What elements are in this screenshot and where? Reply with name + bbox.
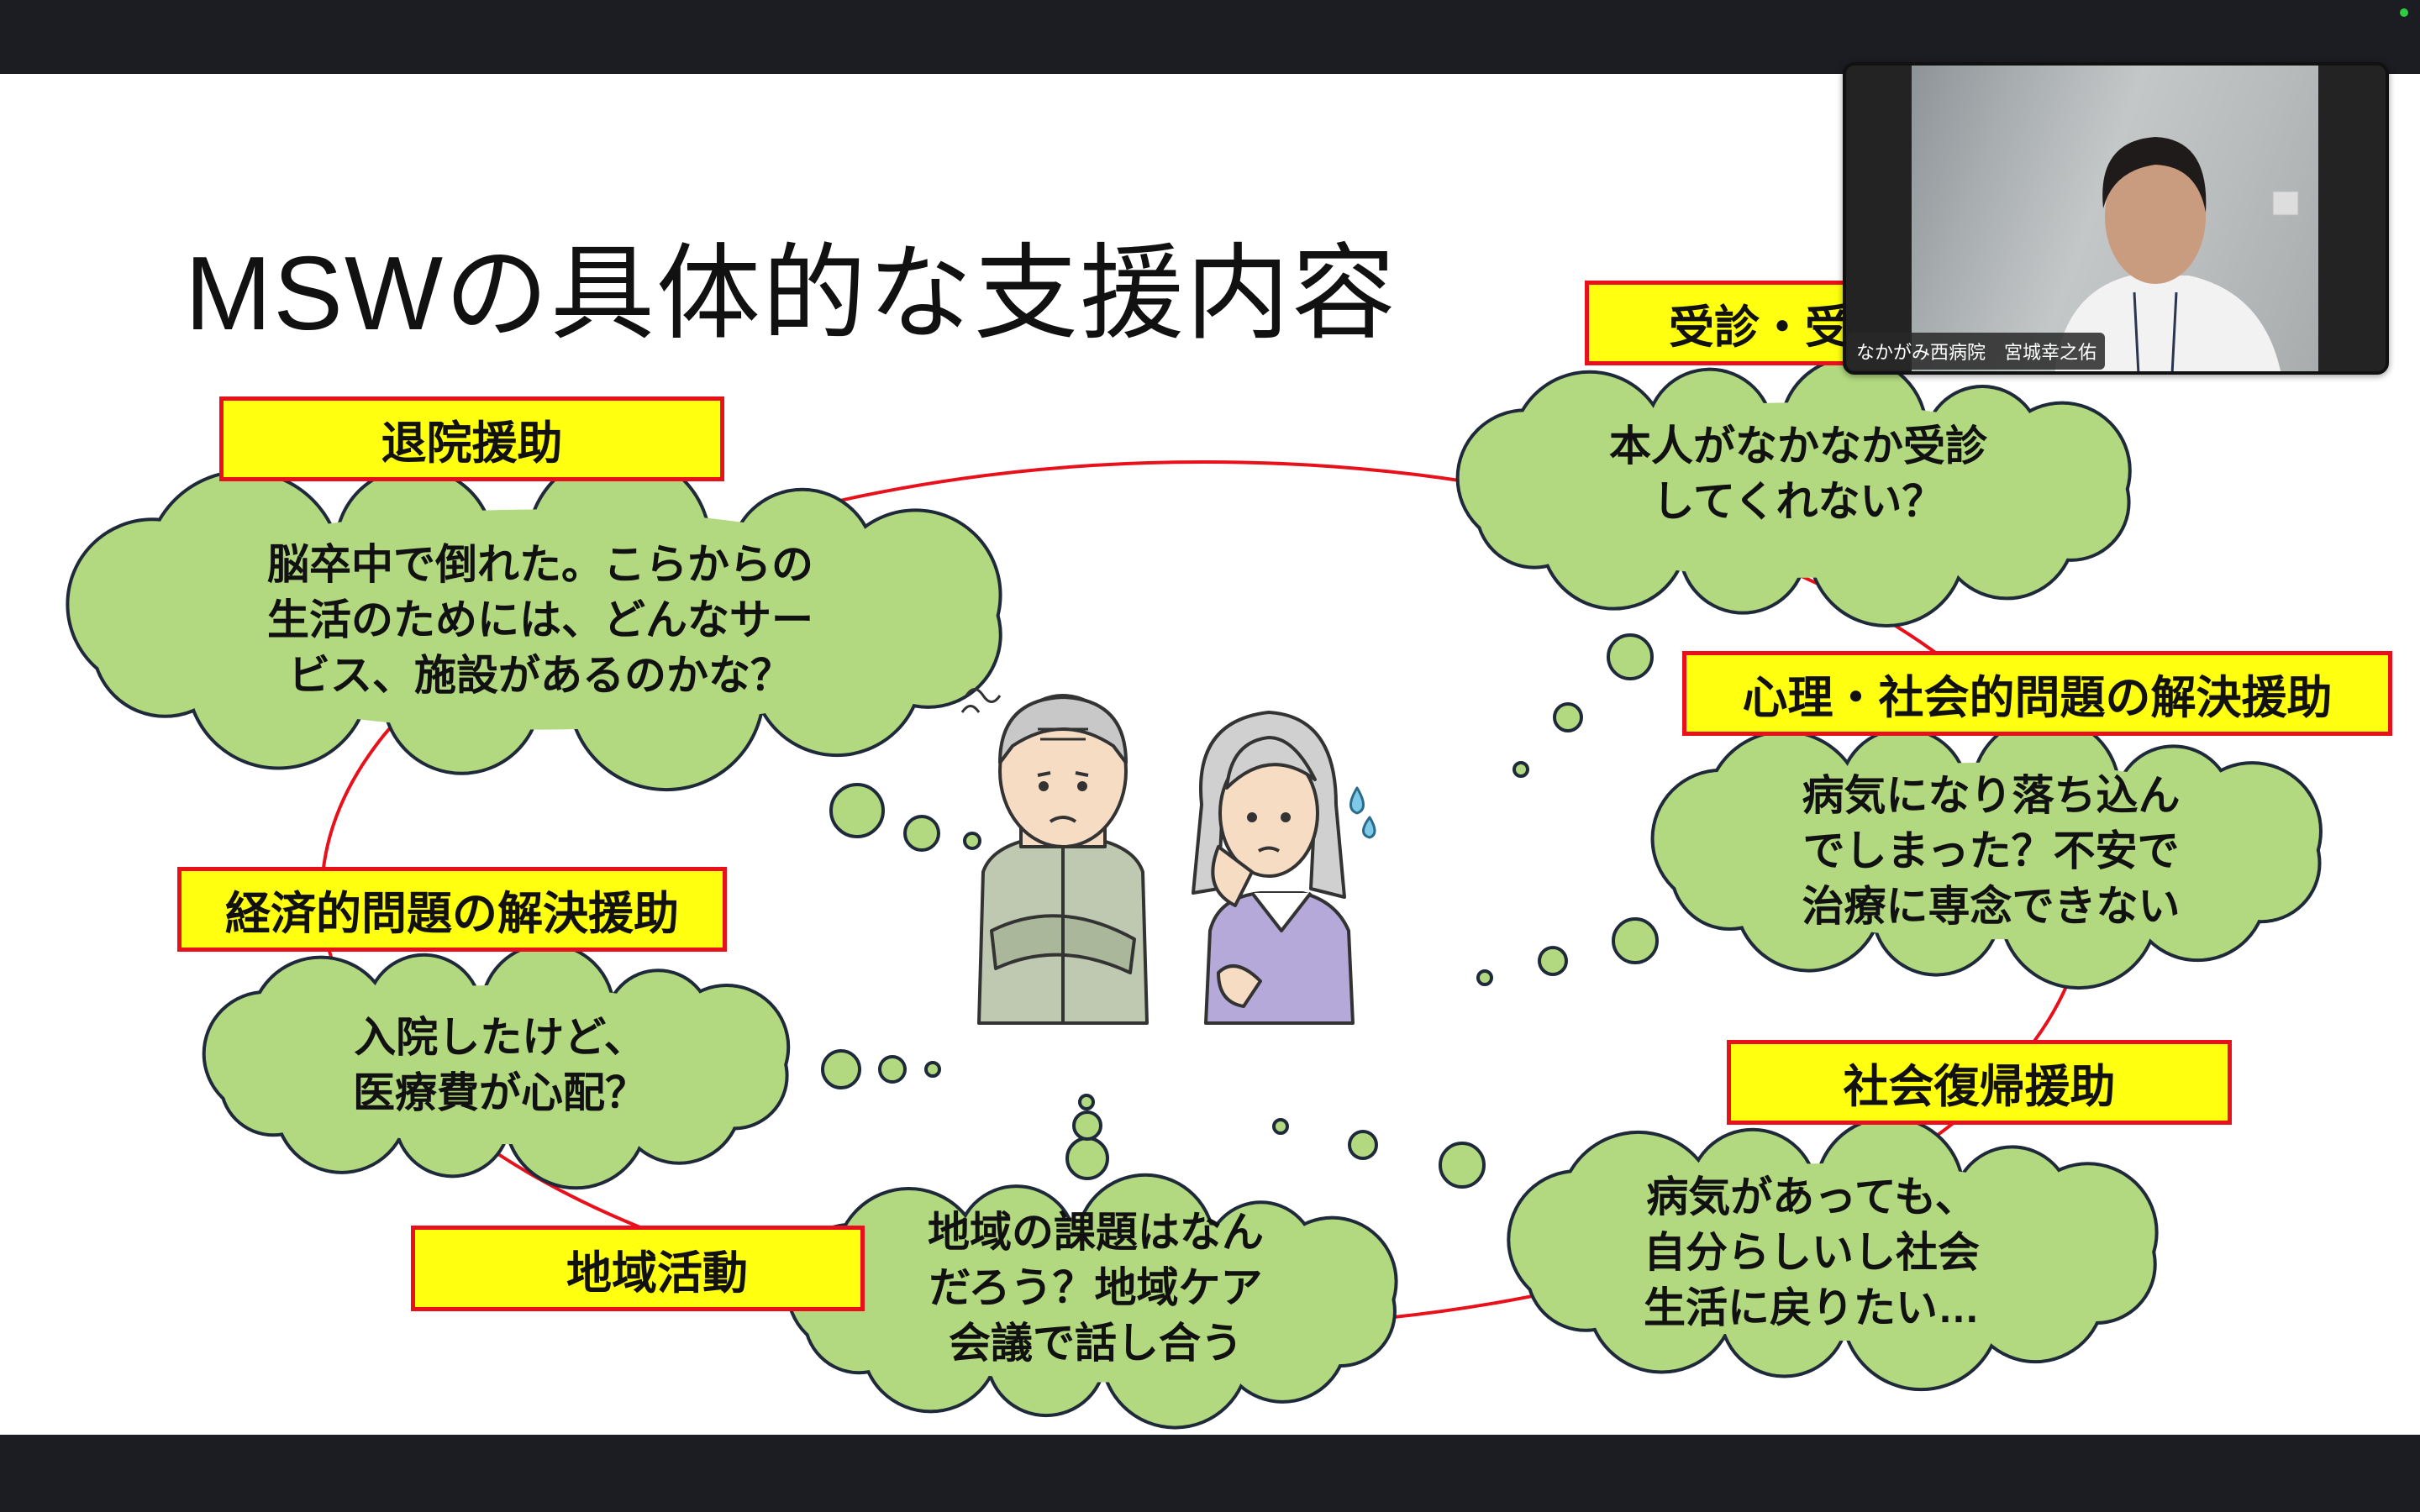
thought-bubble bbox=[1078, 1094, 1095, 1110]
thought-bubble bbox=[963, 832, 981, 850]
cloud-shape bbox=[1507, 1116, 2159, 1392]
cloud-text: 病気になり落ち込ん でしまった？不安で 治療に専念できない bbox=[1802, 772, 2181, 930]
worried-elderly-couple-illustration bbox=[960, 688, 1376, 1025]
thought-bubble bbox=[924, 1061, 941, 1078]
thought-bubble bbox=[1607, 633, 1654, 680]
cloud-text: 地域の課題はなん だろう？地域ケア 会議で話し合う bbox=[928, 1208, 1264, 1367]
thought-bubble bbox=[1553, 702, 1583, 732]
label-community-activity: 地域活動 bbox=[411, 1226, 865, 1311]
thought-bubble bbox=[1272, 1118, 1289, 1135]
meeting-bottom-bar bbox=[0, 1435, 2420, 1512]
thought-bubble bbox=[1439, 1142, 1486, 1189]
thought-bubble bbox=[1072, 1110, 1102, 1141]
cloud-text: 病気があっても、 自分らしいし社会 生活に戻りたい… bbox=[1644, 1173, 1980, 1331]
cloud-psychosocial: 病気になり落ち込ん でしまった？不安で 治療に専念できない bbox=[1649, 715, 2333, 990]
cloud-discharge: 脳卒中で倒れた。こらからの 生活のためには、どんなサー ビス、施設があるのかな？ bbox=[61, 451, 1019, 792]
cloud-text: 脳卒中で倒れた。こらからの 生活のためには、どんなサー ビス、施設があるのかな？ bbox=[267, 540, 813, 699]
elderly-woman-figure bbox=[1192, 711, 1376, 1025]
cloud-text: 入院したけど、 医療費が心配？ bbox=[353, 1013, 647, 1116]
thought-bubble bbox=[829, 783, 885, 838]
thought-bubble bbox=[1476, 969, 1493, 986]
thought-bubble bbox=[821, 1049, 861, 1089]
cloud-shape bbox=[202, 942, 791, 1190]
participant-video-feed bbox=[1912, 66, 2318, 371]
cloud-rehabilitation: 病気があっても、 自分らしいし社会 生活に戻りたい… bbox=[1505, 1116, 2169, 1392]
participant-name-label: なかがみ西病院 宮城幸之佑 bbox=[1848, 333, 2106, 370]
status-indicator-icon bbox=[2400, 8, 2408, 17]
participant-silhouette bbox=[2054, 137, 2299, 371]
thought-bubble bbox=[1612, 917, 1659, 964]
cloud-community: 地域の課題はなん だろう？地域ケア 会議で話し合う bbox=[784, 1173, 1407, 1430]
thought-bubble bbox=[1538, 946, 1568, 976]
cloud-shape bbox=[785, 1173, 1398, 1430]
slide-title: MSWの具体的な支援内容 bbox=[185, 236, 1398, 352]
cloud-economic: 入院したけど、 医療費が心配？ bbox=[201, 942, 799, 1190]
label-social-return-support: 社会復帰援助 bbox=[1727, 1040, 2232, 1125]
label-psychosocial-support: 心理・社会的問題の解決援助 bbox=[1682, 651, 2392, 736]
thought-bubble bbox=[878, 1055, 907, 1084]
participant-video-tile[interactable]: なかがみ西病院 宮城幸之佑 bbox=[1843, 62, 2389, 375]
cloud-shape bbox=[1650, 715, 2323, 990]
meeting-top-bar bbox=[0, 0, 2420, 74]
cloud-text: 本人がなかなか受診 してくれない？ bbox=[1609, 422, 1987, 525]
cloud-consultation: 本人がなかなか受診 してくれない？ bbox=[1454, 355, 2143, 628]
elderly-man-figure bbox=[960, 688, 1149, 1025]
thought-bubble bbox=[903, 815, 940, 852]
thought-bubble bbox=[1512, 761, 1529, 778]
label-economic-support: 経済的問題の解決援助 bbox=[177, 867, 727, 952]
cloud-shape bbox=[1455, 355, 2132, 628]
label-discharge-support: 退院援助 bbox=[219, 396, 724, 481]
thought-bubble bbox=[1065, 1137, 1109, 1180]
thought-bubble bbox=[1348, 1130, 1378, 1160]
cloud-shape bbox=[66, 451, 1002, 792]
